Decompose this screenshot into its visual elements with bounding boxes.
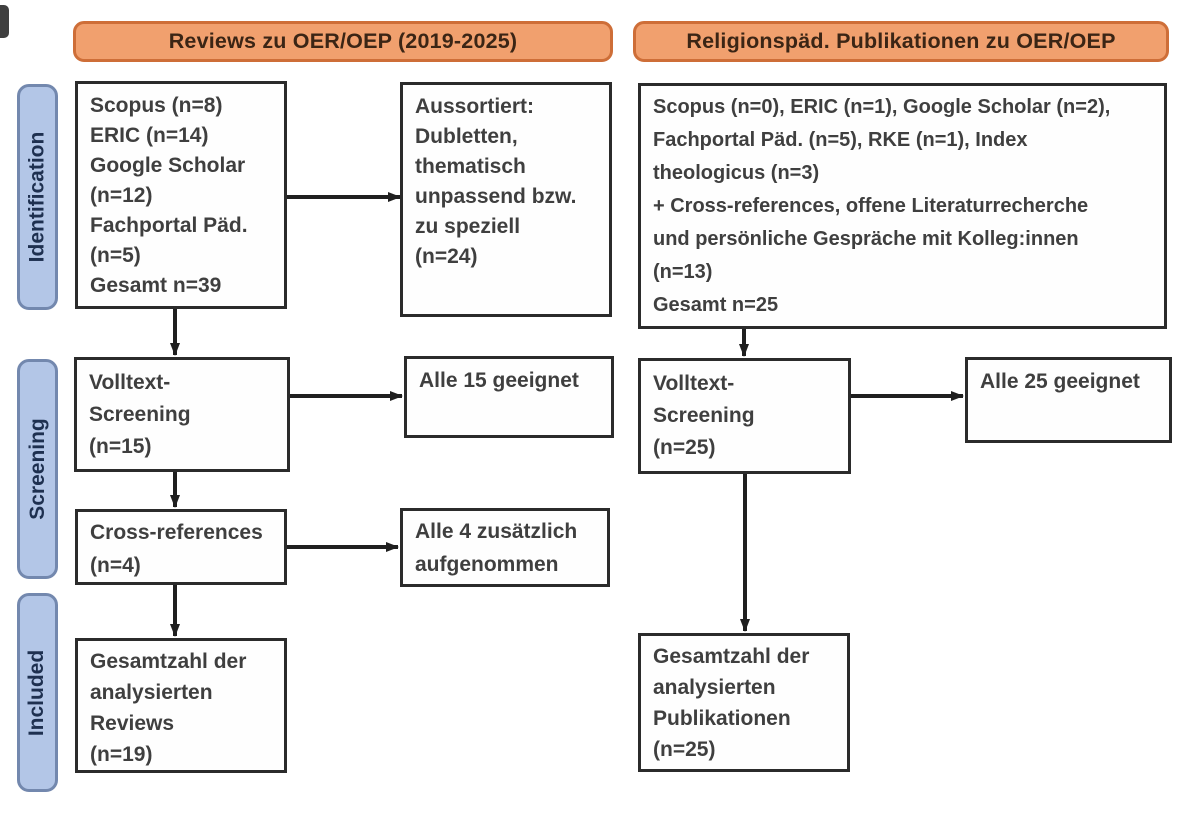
box-reviews-included-total: Gesamtzahl der analysierten Reviews (n=1…: [75, 638, 287, 773]
box-reviews-fulltext-result: Alle 15 geeignet: [404, 356, 614, 438]
box-reviews-fulltext-screening: Volltext- Screening (n=15): [74, 357, 290, 472]
stage-label-screening: Screening: [17, 359, 58, 579]
box-text: Aussortiert: Dubletten, thematisch unpas…: [415, 95, 577, 268]
box-reviews-crossreferences: Cross-references (n=4): [75, 509, 287, 585]
box-text: Gesamtzahl der analysierten Reviews (n=1…: [90, 650, 247, 766]
box-text: Scopus (n=0), ERIC (n=1), Google Scholar…: [653, 96, 1111, 316]
stage-label-included: Included: [17, 593, 58, 792]
box-religionspaed-fulltext-result: Alle 25 geeignet: [965, 357, 1172, 443]
box-text: Volltext- Screening (n=25): [653, 372, 755, 459]
stage-label-text: Identification: [25, 131, 49, 263]
box-religionspaed-sources: Scopus (n=0), ERIC (n=1), Google Scholar…: [638, 83, 1167, 329]
box-reviews-crossref-result: Alle 4 zusätzlich aufgenommen: [400, 508, 610, 587]
column-header-religionspaed: Religionspäd. Publikationen zu OER/OEP: [633, 21, 1169, 62]
box-text: Volltext- Screening (n=15): [89, 371, 191, 458]
box-reviews-sources: Scopus (n=8) ERIC (n=14) Google Scholar …: [75, 81, 287, 309]
box-reviews-excluded: Aussortiert: Dubletten, thematisch unpas…: [400, 82, 612, 317]
box-text: Cross-references (n=4): [90, 521, 263, 577]
stage-label-identification: Identification: [17, 84, 58, 310]
page-edge-artifact: [0, 5, 9, 38]
box-religionspaed-included-total: Gesamtzahl der analysierten Publikatione…: [638, 633, 850, 772]
box-text: Alle 15 geeignet: [419, 369, 579, 392]
stage-label-text: Screening: [25, 418, 49, 520]
box-text: Gesamtzahl der analysierten Publikatione…: [653, 645, 810, 761]
box-text: Alle 4 zusätzlich aufgenommen: [415, 520, 578, 576]
box-religionspaed-fulltext-screening: Volltext- Screening (n=25): [638, 358, 851, 474]
box-text: Alle 25 geeignet: [980, 370, 1140, 393]
box-text: Scopus (n=8) ERIC (n=14) Google Scholar …: [90, 94, 248, 297]
stage-label-text: Included: [25, 649, 49, 736]
column-header-reviews: Reviews zu OER/OEP (2019-2025): [73, 21, 613, 62]
